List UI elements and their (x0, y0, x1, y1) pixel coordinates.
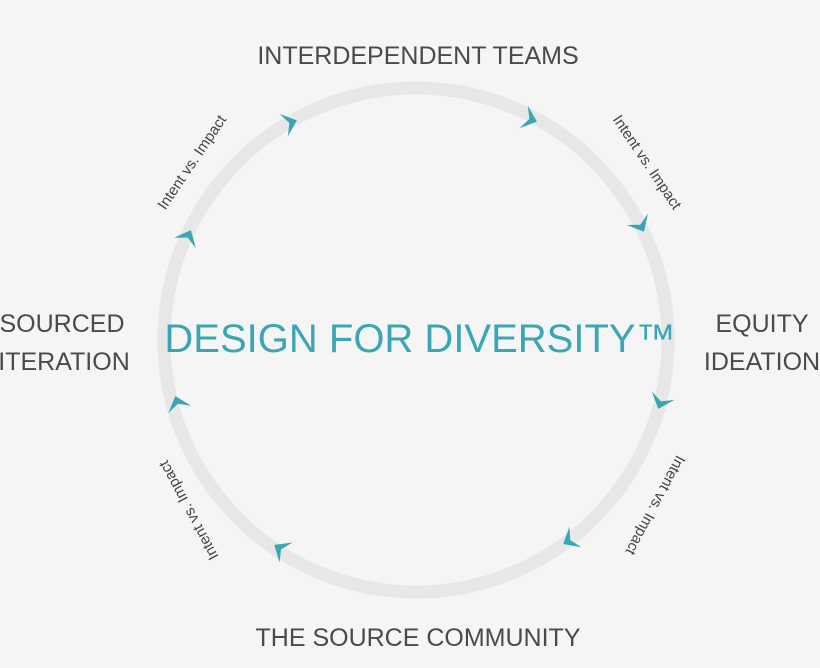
stage-label-right-line1: EQUITY (715, 310, 808, 338)
arrow-chevron-icon (279, 113, 297, 137)
arrow-chevron-icon (563, 526, 582, 548)
arrow-chevron-icon (651, 391, 675, 409)
arrow-chevron-icon (626, 213, 648, 232)
stage-label-bottom: THE SOURCE COMMUNITY (256, 624, 581, 652)
arrow-chevron-icon (174, 230, 196, 248)
stage-label-top: INTERDEPENDENT TEAMS (257, 42, 578, 70)
stage-label-right-line2: IDEATION (704, 348, 820, 376)
stage-label-left-line2: ITERATION (0, 348, 130, 376)
direction-arrows (168, 105, 675, 563)
arrow-chevron-icon (274, 542, 293, 563)
stage-label-left-line1: SOURCED (0, 310, 125, 338)
transition-label-bottom-left: Intent vs. Impact (155, 457, 222, 563)
arrow-chevron-icon (519, 105, 537, 129)
arrow-chevron-icon (168, 396, 192, 414)
cycle-ring (157, 81, 675, 599)
transition-label-top-left: Intent vs. Impact (154, 111, 230, 212)
diagram-title: DESIGN FOR DIVERSITY™ (164, 317, 675, 361)
